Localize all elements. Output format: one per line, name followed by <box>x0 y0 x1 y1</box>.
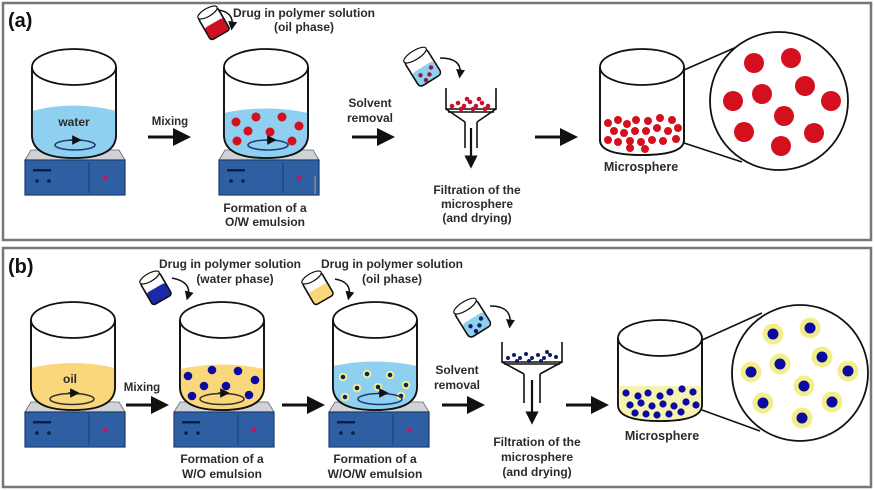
beaker-ow-emulsion <box>218 48 320 196</box>
panel-b-label: (b) <box>8 256 34 278</box>
filter-funnel-icon <box>501 342 563 425</box>
panel-b: (b) oil Mixing <box>1 246 873 489</box>
filtration-b-line2: microsphere <box>501 450 573 464</box>
pour-arrow-icon <box>171 277 194 301</box>
pour-arrow-icon <box>334 278 355 301</box>
panel-a: (a) water Mixing <box>1 1 873 242</box>
caption-ow-line1: Formation of a <box>223 201 307 215</box>
arrow-label-solvent-b: Solvent <box>435 363 478 377</box>
pour-b1-line2: (water phase) <box>196 272 273 286</box>
product-label-b: Microsphere <box>625 429 699 443</box>
arrow-label-removal-b: removal <box>434 378 480 392</box>
pour-b2-line1: Drug in polymer solution <box>321 257 463 271</box>
microsphere-container-red <box>599 48 685 156</box>
filtration-line2: microsphere <box>441 197 513 211</box>
caption-wow-line1: Formation of a <box>333 452 417 466</box>
pour-flask-blue-icon <box>139 270 172 306</box>
filter-funnel-icon <box>445 88 497 169</box>
caption-wo-line2: W/O emulsion <box>182 467 262 481</box>
medium-label-water: water <box>57 115 90 129</box>
product-label: Microsphere <box>604 160 678 174</box>
pour-flask-emulsion-icon <box>453 297 492 338</box>
caption-ow-line2: O/W emulsion <box>225 215 305 229</box>
magnified-view-red <box>709 31 849 171</box>
beaker-water: water <box>24 48 126 196</box>
filtration-b-line1: Filtration of the <box>493 435 581 449</box>
beaker-wo-emulsion <box>173 301 275 448</box>
medium-label-oil: oil <box>63 372 77 386</box>
panel-a-label: (a) <box>8 10 32 32</box>
pour-flask-emulsion-icon <box>403 46 442 87</box>
arrow-label-solvent: Solvent <box>348 96 391 110</box>
pour-flask-yellow-icon <box>301 270 334 306</box>
filtration-b-line3: (and drying) <box>502 465 571 479</box>
filtration-line3: (and drying) <box>442 211 511 225</box>
microsphere-container-blue <box>617 319 703 422</box>
beaker-wow-emulsion <box>328 301 430 448</box>
filtration-line1: Filtration of the <box>433 183 521 197</box>
pour-arrow-icon <box>217 9 238 31</box>
arrow-label-mixing: Mixing <box>152 116 188 128</box>
pour-label-line2: (oil phase) <box>274 20 334 34</box>
beaker-oil: oil <box>24 301 126 448</box>
pour-b2-line2: (oil phase) <box>362 272 422 286</box>
arrow-label-mixing-b: Mixing <box>124 382 160 394</box>
arrow-label-removal: removal <box>347 111 393 125</box>
pour-label-line1: Drug in polymer solution <box>233 6 375 20</box>
caption-wow-line2: W/O/W emulsion <box>328 467 423 481</box>
pour-arrow-icon <box>489 305 515 329</box>
caption-wo-line1: Formation of a <box>180 452 264 466</box>
pour-flask-red-icon <box>197 5 230 41</box>
pour-b1-line1: Drug in polymer solution <box>159 257 301 271</box>
pour-arrow-icon <box>439 57 466 79</box>
magnified-view-blue <box>731 304 869 442</box>
